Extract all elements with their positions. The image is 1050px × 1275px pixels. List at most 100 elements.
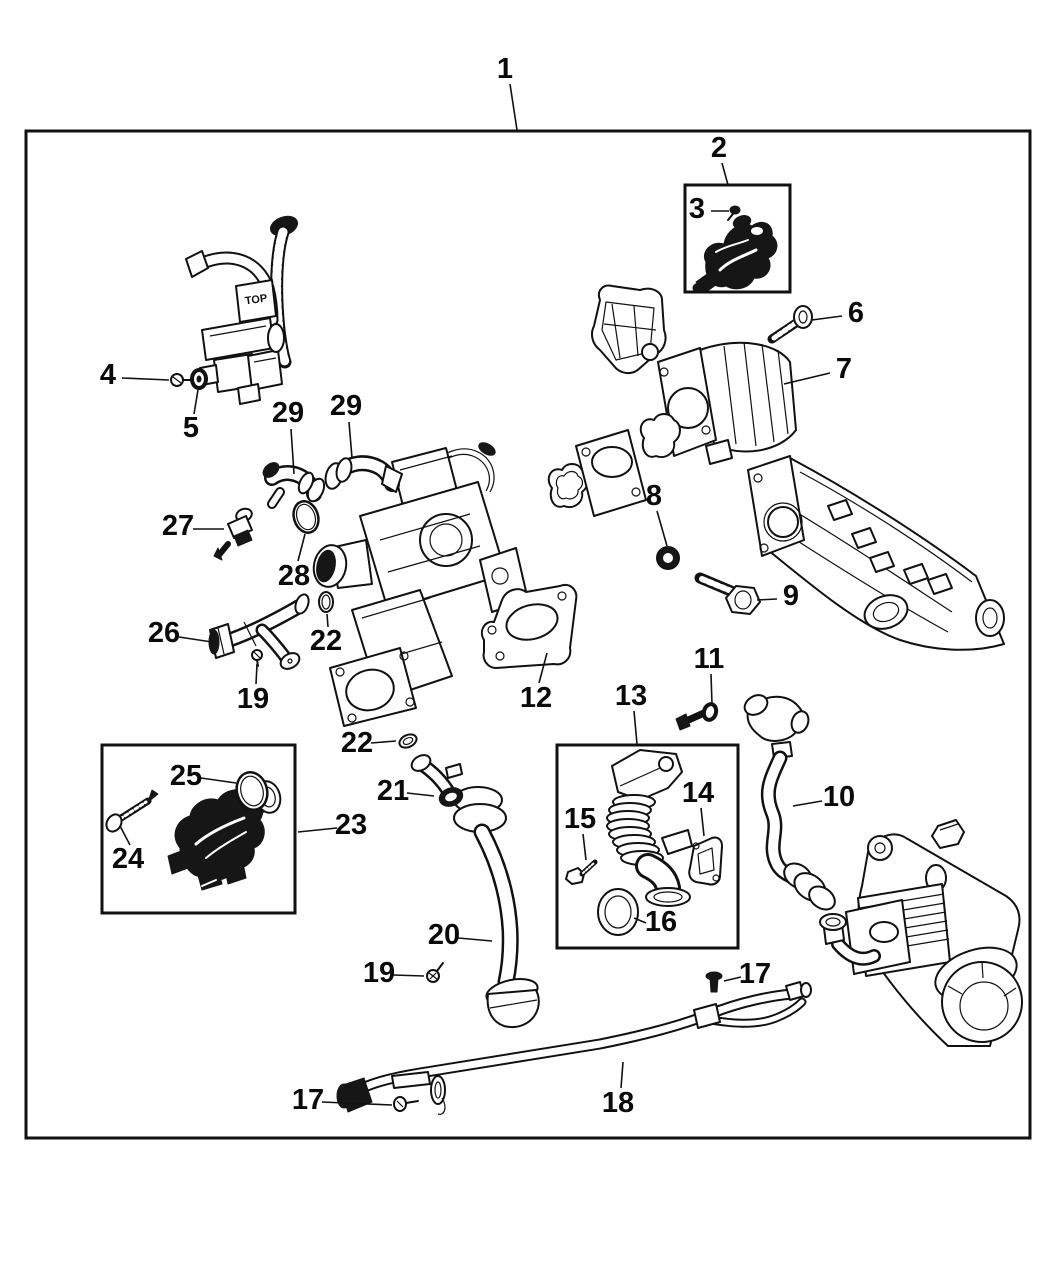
- callout-8: 8: [646, 480, 662, 512]
- grommet-5: [190, 368, 208, 390]
- oil-cooler-assembly: [819, 819, 1023, 1047]
- callout-26: 26: [148, 617, 180, 649]
- callout-24: 24: [112, 843, 144, 875]
- thermostat-box: [100, 743, 297, 915]
- callout-4-leader: [121, 377, 170, 381]
- callout-18-leader: [620, 1061, 624, 1089]
- callout-26-leader: [178, 636, 213, 643]
- callout-6: 6: [848, 297, 864, 329]
- callout-22: 22: [310, 625, 342, 657]
- callout-29: 29: [330, 390, 362, 422]
- callout-13: 13: [615, 680, 647, 712]
- main-border: [24, 129, 1032, 1140]
- intake-manifold: [747, 455, 1005, 651]
- callout-27: 27: [162, 510, 194, 542]
- callout-19-leader: [255, 663, 258, 685]
- bolt-15: [565, 859, 598, 885]
- callout-12-leader: [538, 652, 548, 684]
- callout-9-leader: [756, 598, 778, 601]
- callout-10: 10: [823, 781, 855, 813]
- egr-cooler-assembly: [312, 442, 529, 727]
- callout-7-leader: [783, 372, 831, 385]
- callout-2: 2: [711, 132, 727, 164]
- callout-25: 25: [170, 760, 202, 792]
- callout-29-leader: [348, 421, 353, 459]
- callout-13-leader: [633, 710, 638, 745]
- gasket-12: [480, 584, 578, 669]
- oring-22-upper: [318, 591, 334, 613]
- callout-15: 15: [564, 803, 596, 835]
- callout-23: 23: [335, 809, 367, 841]
- callout-22: 22: [341, 727, 373, 759]
- callout-17-leader: [723, 976, 742, 982]
- egr-tube-13: [606, 749, 693, 907]
- oring-16: [597, 888, 639, 936]
- turbo-coolant-hose-10: [743, 694, 836, 911]
- inlet-pipe-21: [410, 754, 464, 807]
- screw-19-lower: [426, 962, 444, 983]
- oring-25: [235, 770, 269, 812]
- callout-18: 18: [602, 1087, 634, 1119]
- egr-spacer-8: [547, 413, 681, 570]
- egr-valve: [692, 215, 778, 294]
- callout-8-leader: [656, 510, 668, 547]
- callout-21: 21: [377, 775, 409, 807]
- callout-15-leader: [582, 833, 587, 861]
- elbow-hose-29-left: [262, 462, 326, 509]
- callout-22-leader: [370, 740, 397, 744]
- top-marking: TOP: [244, 292, 268, 307]
- bolt-6: [767, 305, 813, 344]
- callout-9: 9: [783, 580, 799, 612]
- callout-21-leader: [406, 792, 435, 797]
- callout-19: 19: [363, 957, 395, 989]
- assembly-boxes: [24, 129, 1032, 1140]
- callout-1-leader: [509, 83, 518, 131]
- bolt-11: [675, 702, 719, 731]
- callout-4: 4: [100, 359, 116, 391]
- callout-11-leader: [710, 673, 713, 705]
- bolt-9: [694, 572, 761, 615]
- oring-28: [292, 500, 320, 534]
- temp-sensor-27: [213, 507, 253, 561]
- callout-24-leader: [119, 825, 131, 846]
- callout-28: 28: [278, 560, 310, 592]
- callout-28-leader: [297, 533, 306, 562]
- callout-7: 7: [836, 353, 852, 385]
- callout-1: 1: [497, 53, 513, 85]
- egr-valve-box: [683, 183, 792, 294]
- screw-3: [727, 205, 741, 221]
- screw-19-upper: [251, 649, 263, 667]
- callout-2-leader: [721, 162, 729, 186]
- screw-17-left: [393, 1096, 419, 1112]
- callout-29: 29: [272, 397, 304, 429]
- gasket-14: [688, 836, 723, 886]
- callout-11: 11: [694, 643, 725, 675]
- egr-tube-box: [555, 743, 740, 950]
- gasket-7: [591, 284, 667, 374]
- callout-14-leader: [700, 807, 705, 837]
- callout-10-leader: [792, 800, 823, 807]
- callout-19: 19: [237, 683, 269, 715]
- callout-20-leader: [457, 937, 493, 942]
- water-pipe-26: [208, 593, 310, 670]
- callout-22-leader: [326, 613, 329, 628]
- water-tube-18: [336, 981, 812, 1115]
- callout-5-leader: [193, 389, 199, 415]
- callout-17: 17: [739, 958, 771, 990]
- screw-24: [105, 789, 159, 833]
- callout-16-leader: [633, 917, 647, 924]
- throttle-housing-7: [657, 341, 797, 465]
- callout-19-leader: [392, 974, 425, 977]
- vacuum-solenoid-assembly: TOP: [185, 215, 299, 405]
- callout-5: 5: [183, 412, 199, 444]
- callout-12: 12: [520, 682, 552, 714]
- oring-22-lower: [398, 733, 418, 749]
- elbow-hose-29-right: [324, 455, 403, 493]
- callout-23-leader: [297, 827, 338, 833]
- callout-20: 20: [428, 919, 460, 951]
- callout-25-leader: [200, 777, 237, 784]
- callout-16: 16: [645, 906, 677, 938]
